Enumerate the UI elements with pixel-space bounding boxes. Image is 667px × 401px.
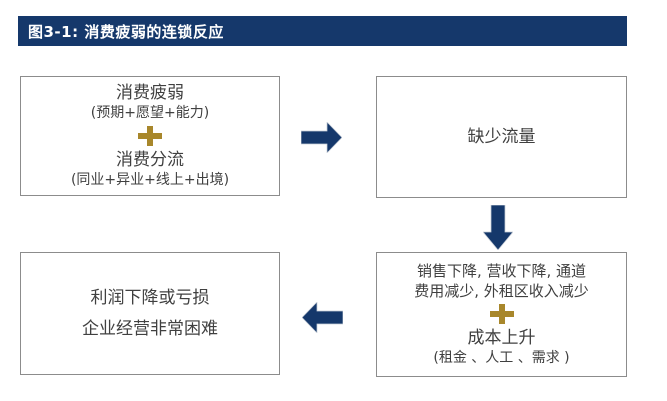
arrow-left-icon: [301, 301, 344, 334]
box-consumption-subtitle2: (同业+异业+线上+出境): [70, 172, 230, 189]
box-consumption-subtitle: (预期+愿望+能力): [90, 105, 210, 122]
box-decline-line2: 费用减少, 外租区收入减少: [414, 282, 589, 300]
box-lack-of-traffic: 缺少流量: [376, 76, 627, 198]
box-consumption-title2: 消费分流: [116, 150, 184, 170]
box-decline-subtitle2: (租金 、人工 、需求 ): [433, 350, 570, 367]
box-consumption-weakness: 消费疲弱 (预期+愿望+能力) 消费分流 (同业+异业+线上+出境): [20, 76, 280, 196]
box-revenue-decline-cost-rise: 销售下降, 营收下降, 通道 费用减少, 外租区收入减少 成本上升 (租金 、人…: [376, 252, 627, 377]
plus-icon: [138, 126, 162, 146]
arrow-right-icon: [300, 121, 343, 154]
box-consumption-title: 消费疲弱: [116, 83, 184, 104]
box-profit-line1: 利润下降或亏损: [90, 287, 210, 308]
arrow-down-icon: [482, 204, 514, 251]
plus-icon: [489, 304, 514, 325]
box-decline-title2: 成本上升: [467, 328, 536, 349]
figure-title-bar: 图3-1: 消费疲弱的连锁反应: [18, 16, 627, 46]
box-traffic-title: 缺少流量: [467, 126, 536, 147]
box-decline-line1: 销售下降, 营收下降, 通道: [416, 261, 587, 280]
box-profit-line2: 企业经营非常困难: [82, 318, 218, 339]
box-profit-decline: 利润下降或亏损 企业经营非常困难: [20, 252, 280, 375]
figure-title: 图3-1: 消费疲弱的连锁反应: [28, 22, 224, 41]
